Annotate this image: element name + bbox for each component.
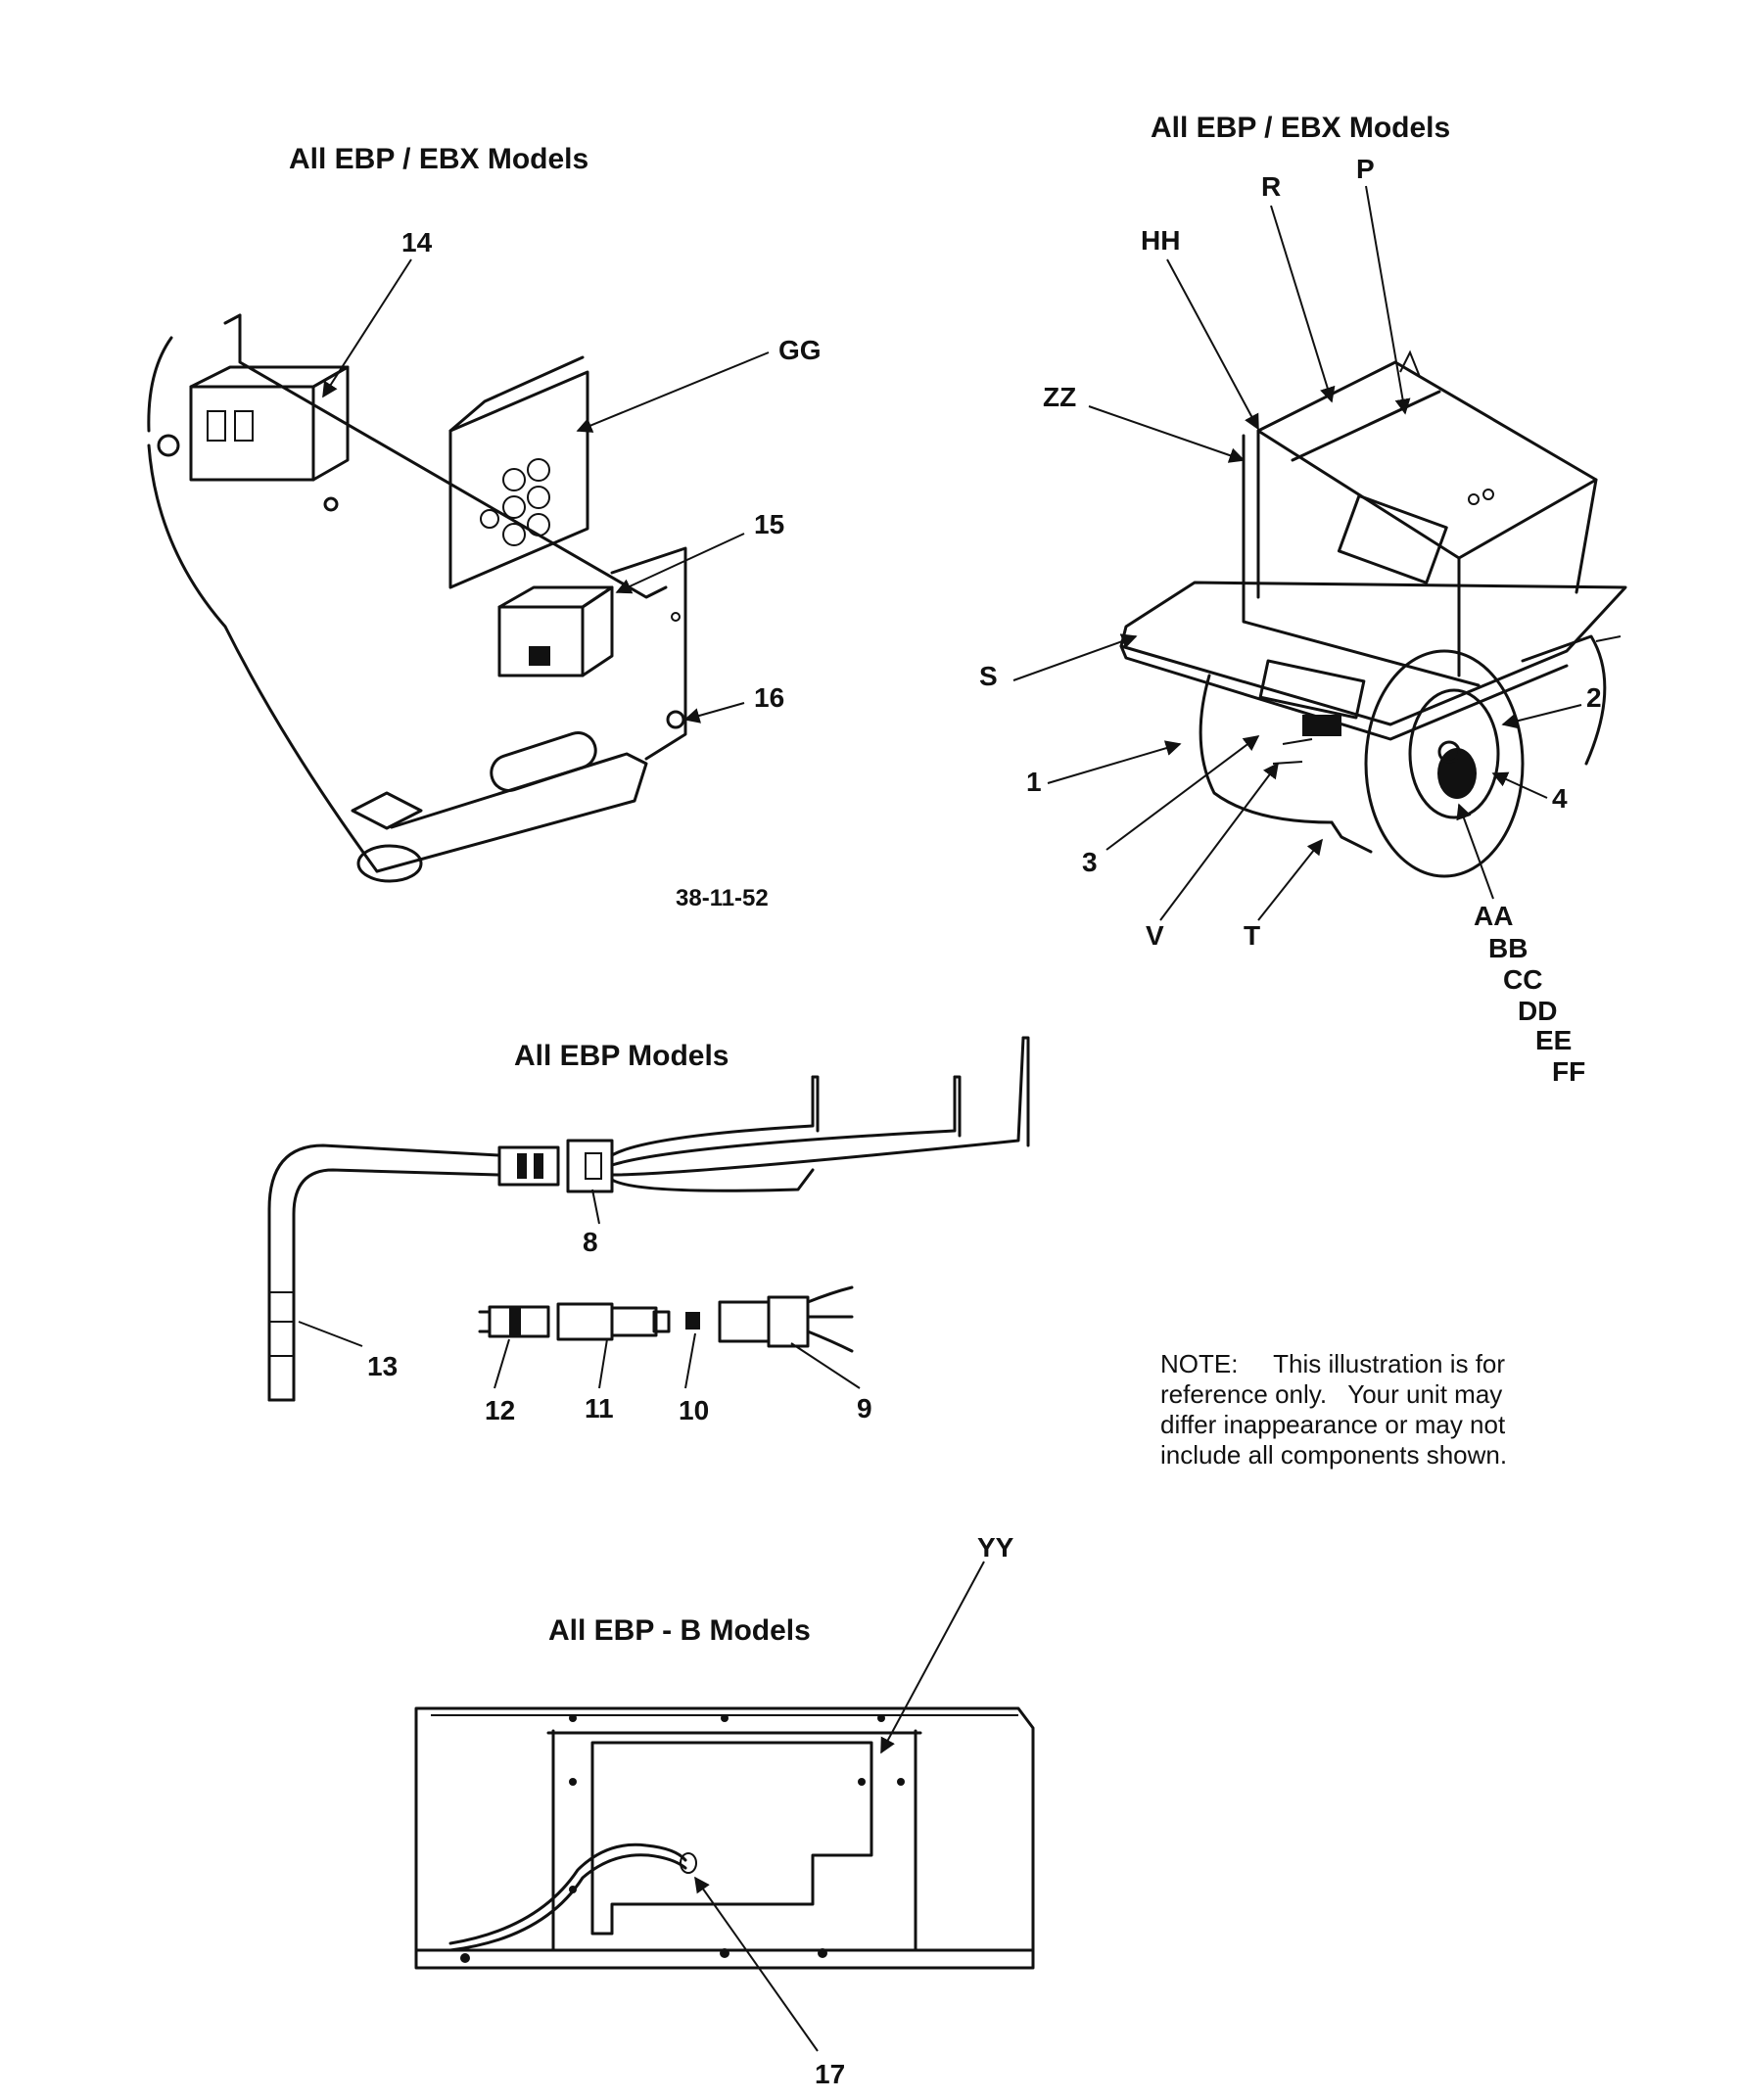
callout-16: 16 <box>754 682 784 713</box>
callout-R: R <box>1261 171 1281 202</box>
callout-13: 13 <box>367 1351 398 1381</box>
callout-CC: CC <box>1503 964 1542 995</box>
callout-2: 2 <box>1586 682 1602 713</box>
panel-title-top-left: All EBP / EBX Models <box>289 143 588 175</box>
panel-title-middle: All EBP Models <box>514 1040 729 1072</box>
panel-top-right: All EBP / EBX Models <box>979 112 1627 1087</box>
base-pan-drawing <box>414 1706 1035 1970</box>
callout-4: 4 <box>1552 783 1568 814</box>
blower-assembly-drawing <box>1119 350 1627 878</box>
panel-bottom: All EBP - B Models YY <box>414 1532 1035 2089</box>
callout-S: S <box>979 661 998 691</box>
panel-middle: All EBP Models <box>267 1036 1030 1425</box>
note-line-4: include all components shown. <box>1160 1440 1507 1470</box>
callout-P: P <box>1356 154 1375 184</box>
wiring-harness-drawing <box>267 1036 1030 1402</box>
callout-AA: AA <box>1474 901 1513 931</box>
panel-top-left: All EBP / EBX Models <box>147 143 822 911</box>
reference-note: NOTE: This illustration is for reference… <box>1160 1349 1507 1470</box>
note-line-2: reference only. Your unit may <box>1160 1379 1502 1409</box>
panel-title-top-right: All EBP / EBX Models <box>1151 112 1450 144</box>
note-line-1: NOTE: This illustration is for <box>1160 1349 1505 1378</box>
callout-YY: YY <box>977 1532 1014 1563</box>
callout-HH: HH <box>1141 225 1180 256</box>
callout-14: 14 <box>401 227 433 257</box>
callout-T: T <box>1244 920 1260 951</box>
callout-GG: GG <box>778 335 822 365</box>
callout-V: V <box>1146 920 1164 951</box>
callout-12: 12 <box>485 1395 515 1425</box>
callout-9: 9 <box>857 1393 872 1423</box>
note-line-3: differ inappearance or may not <box>1160 1410 1506 1439</box>
callout-DD: DD <box>1518 996 1557 1026</box>
control-box-drawing <box>147 313 687 883</box>
callout-BB: BB <box>1488 933 1528 963</box>
figure-code: 38-11-52 <box>676 885 769 911</box>
callout-15: 15 <box>754 509 784 539</box>
callout-17: 17 <box>815 2059 845 2089</box>
callout-EE: EE <box>1535 1025 1572 1055</box>
callout-10: 10 <box>679 1395 709 1425</box>
callout-1: 1 <box>1026 767 1042 797</box>
callout-FF: FF <box>1552 1056 1585 1087</box>
callout-ZZ: ZZ <box>1043 382 1076 412</box>
callout-8: 8 <box>583 1227 598 1257</box>
callout-11: 11 <box>585 1393 614 1423</box>
panel-title-bottom: All EBP - B Models <box>548 1614 811 1647</box>
callout-3: 3 <box>1082 847 1098 877</box>
